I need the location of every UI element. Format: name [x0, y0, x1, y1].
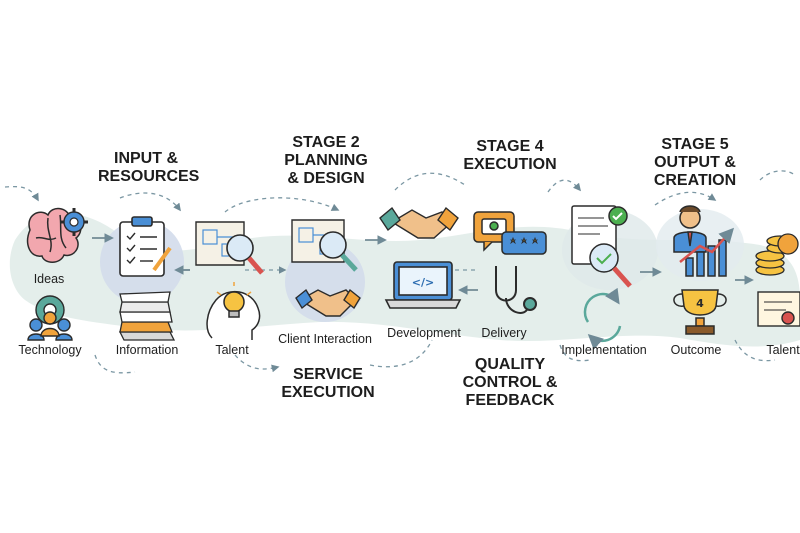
plan-blueprint-icon — [291, 219, 358, 272]
heading-stage-4: STAGE 4 EXECUTION — [463, 138, 557, 173]
label-information: Information — [115, 343, 179, 357]
connector — [94, 354, 136, 374]
solid-arrows — [92, 233, 754, 295]
label-client-interaction: Client Interaction — [278, 332, 372, 346]
deal-handshake-icon — [379, 206, 459, 239]
businessman-growth-icon — [673, 205, 735, 277]
heading-input-resources: INPUT & RESOURCES — [98, 150, 200, 185]
certificate-icon — [757, 291, 800, 327]
team-gear-icon — [27, 295, 73, 341]
paper-stack-icon — [118, 291, 176, 341]
connector — [119, 192, 181, 212]
laptop-code-icon: </> — [384, 261, 462, 309]
handshake-icon — [295, 288, 361, 317]
connector — [394, 172, 466, 191]
connector — [369, 339, 433, 368]
connector — [547, 179, 581, 193]
magnifier-icon — [226, 234, 264, 275]
cycle-arrows-icon — [583, 287, 622, 350]
coin-stack-icon — [755, 233, 799, 276]
heading-stage-2: STAGE 2 PLANNING & DESIGN — [284, 134, 368, 187]
label-talent-right: Talent — [766, 343, 800, 357]
code-symbol: </> — [412, 276, 434, 289]
label-talent: Talent — [215, 343, 249, 357]
connector — [234, 354, 280, 373]
connector — [654, 191, 717, 206]
clipboard-checklist-icon — [119, 216, 172, 277]
label-ideas: Ideas — [33, 272, 65, 286]
trophy-icon: 4 — [673, 289, 727, 335]
connector — [734, 339, 776, 362]
dashed-connectors — [4, 170, 796, 374]
heading-service-execution: SERVICE EXECUTION — [281, 366, 375, 401]
stethoscope-icon — [495, 266, 537, 314]
connector — [224, 197, 340, 213]
label-implementation: Implementation — [561, 343, 647, 357]
heading-stage-5: STAGE 5 OUTPUT & CREATION — [653, 136, 737, 189]
label-outcome: Outcome — [670, 343, 722, 357]
connector — [759, 170, 796, 181]
connector — [4, 185, 39, 202]
label-technology: Technology — [18, 343, 82, 357]
feedback-chat-icon — [473, 211, 547, 255]
heading-quality-control: QUALITY CONTROL & FEEDBACK — [462, 356, 558, 409]
label-development: Development — [387, 326, 461, 340]
label-delivery: Delivery — [481, 326, 527, 340]
gear-icon — [60, 208, 88, 236]
head-lightbulb-icon — [206, 282, 261, 340]
connector — [559, 344, 591, 362]
trophy-number: 4 — [696, 297, 704, 310]
report-document-icon — [571, 205, 632, 288]
